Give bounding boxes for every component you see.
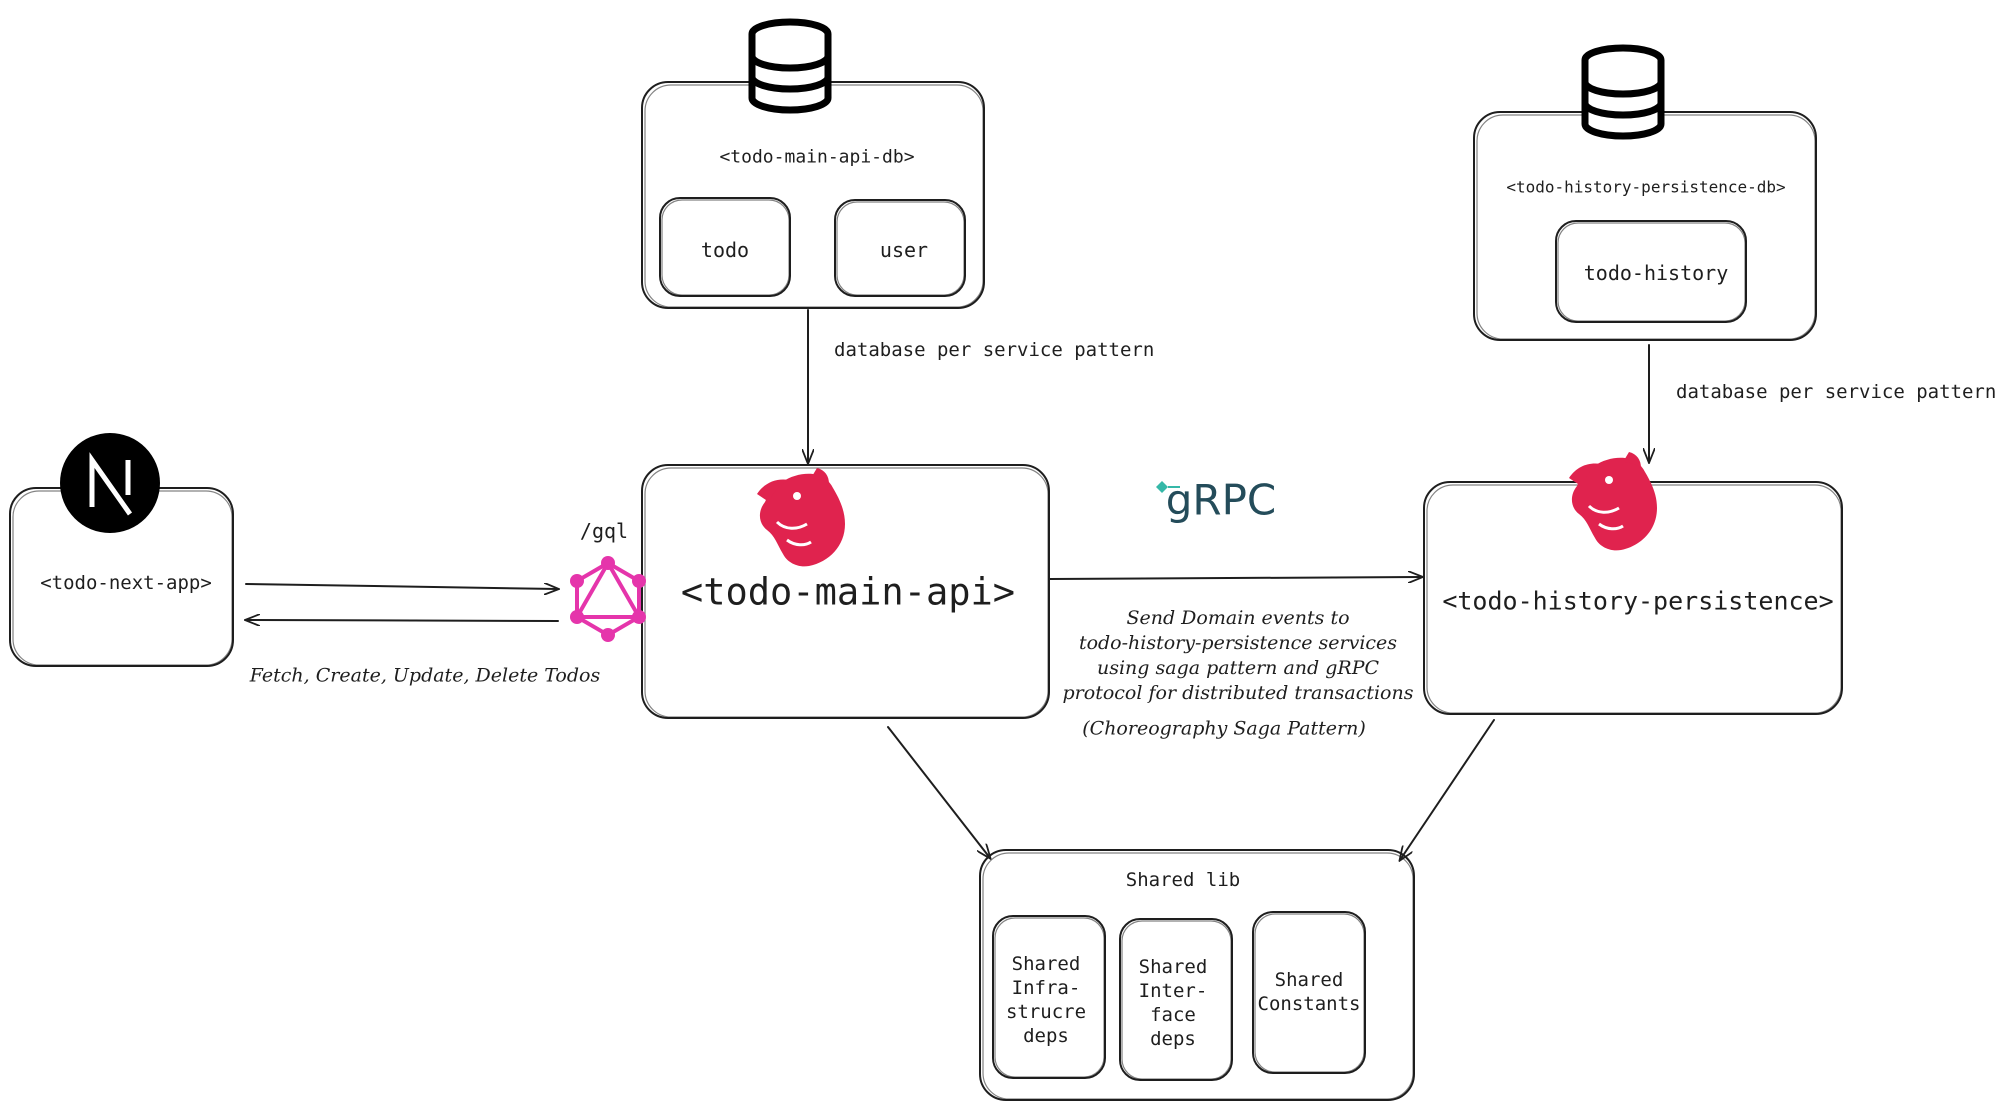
arrow-main-api-to-history-api bbox=[1049, 577, 1422, 579]
shared-constants-module bbox=[1252, 911, 1366, 1074]
db-pattern-label-history: database per service pattern bbox=[1676, 381, 1997, 403]
shared-interface-module bbox=[1119, 918, 1233, 1081]
arrow-next-app-to-gql bbox=[245, 584, 558, 589]
main-database-icon bbox=[748, 18, 832, 114]
main-db-todo-table bbox=[659, 197, 791, 297]
main-db-table-user: user bbox=[879, 238, 929, 262]
shared-infrastructure-module bbox=[992, 915, 1106, 1079]
domain-events-line: todo-history-persistence services bbox=[1078, 632, 1398, 654]
arrow-gql-to-next-app bbox=[246, 620, 559, 621]
main-api-container bbox=[641, 464, 1050, 719]
crud-label: Fetch, Create, Update, Delete Todos bbox=[250, 664, 600, 689]
history-database-icon bbox=[1581, 44, 1665, 140]
main-api-label: <todo-main-api> bbox=[680, 570, 1016, 614]
db-pattern-label-main: database per service pattern bbox=[834, 339, 1155, 361]
shared-infrastructure-label: Shared Infra- strucre deps bbox=[1005, 953, 1087, 1047]
history-api-container bbox=[1423, 481, 1843, 715]
arrow-main-api-to-shared-lib bbox=[887, 726, 990, 858]
shared-constants-label: Shared Constants bbox=[1257, 969, 1361, 1015]
main-db-title: <todo-main-api-db> bbox=[719, 146, 915, 168]
graphql-logo-icon bbox=[570, 556, 646, 642]
history-db-title: <todo-history-persistence-db> bbox=[1506, 177, 1786, 197]
shared-interface-label: Shared Inter- face deps bbox=[1138, 956, 1208, 1050]
domain-events-line: Send Domain events to bbox=[1126, 607, 1350, 629]
arrow-history-api-to-shared-lib bbox=[1400, 719, 1495, 860]
crud-label-text: Fetch, Create, Update, Delete Todos bbox=[249, 664, 601, 687]
next-app-label: <todo-next-app> bbox=[40, 572, 212, 594]
domain-events-line: protocol for distributed transactions bbox=[1062, 682, 1414, 704]
saga-pattern-label: (Choreography Saga Pattern) bbox=[1082, 717, 1366, 740]
grpc-logo-text: gRPC bbox=[1165, 475, 1277, 525]
shared-lib-title: Shared lib bbox=[1125, 869, 1241, 891]
domain-events-description: Send Domain events to todo-history-persi… bbox=[1058, 606, 1418, 706]
main-db-table-todo: todo bbox=[700, 238, 750, 262]
domain-events-line: using saga pattern and gRPC bbox=[1096, 657, 1380, 679]
nestjs-logo-icon-main bbox=[757, 468, 845, 567]
main-db-user-table bbox=[834, 199, 966, 297]
grpc-logo-icon bbox=[1156, 481, 1180, 493]
history-api-label: <todo-history-persistence> bbox=[1442, 586, 1834, 616]
history-db-todo-history-table bbox=[1555, 220, 1747, 323]
gql-path-label: /gql bbox=[579, 519, 629, 543]
nextjs-logo-icon bbox=[60, 433, 160, 533]
history-db-table-todo-history: todo-history bbox=[1583, 261, 1729, 285]
nestjs-logo-icon-history bbox=[1569, 452, 1657, 551]
